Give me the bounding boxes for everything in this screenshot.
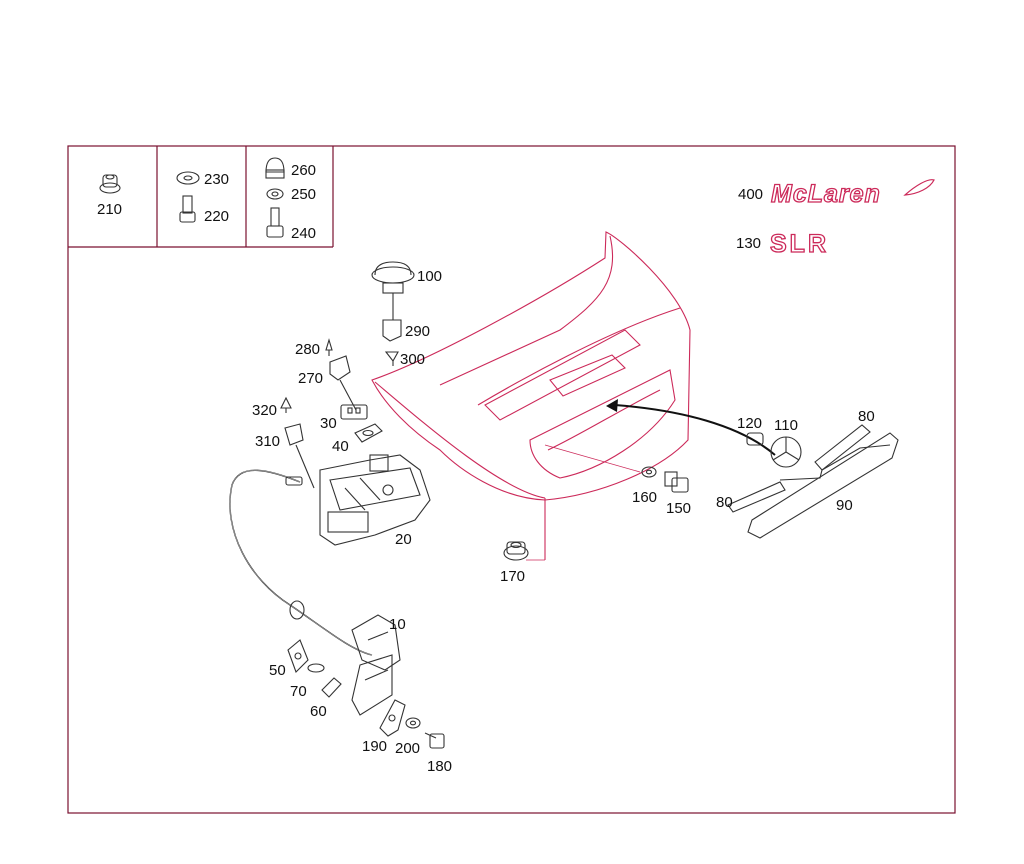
label-310: 310 [255, 433, 280, 450]
release-cable [229, 469, 373, 656]
assembly-arrowhead [606, 399, 618, 412]
part-70-icon [307, 663, 325, 673]
part-120-icon [746, 432, 764, 446]
washer-230-icon [176, 171, 200, 185]
lock-20-icon [319, 454, 431, 546]
label-170: 170 [500, 568, 525, 585]
trim-80-lower-icon [727, 481, 786, 513]
label-30: 30 [320, 415, 337, 432]
label-320: 320 [252, 402, 277, 419]
label-80-lower: 80 [716, 494, 733, 511]
washer-160-icon [641, 466, 657, 478]
trunk-lid [371, 231, 691, 560]
legend-box [68, 146, 334, 248]
label-80-upper: 80 [858, 408, 875, 425]
label-270: 270 [298, 370, 323, 387]
label-180: 180 [427, 758, 452, 775]
label-280: 280 [295, 341, 320, 358]
label-220: 220 [204, 208, 229, 225]
label-160: 160 [632, 489, 657, 506]
label-110: 110 [774, 417, 798, 434]
leader-lines [526, 444, 641, 561]
part-310-icon [284, 423, 315, 489]
part-300-icon [384, 351, 399, 366]
label-190: 190 [362, 738, 387, 755]
part-190-icon [379, 699, 406, 737]
label-20: 20 [395, 531, 412, 548]
part-280-icon [325, 338, 333, 356]
part-30-icon [340, 404, 368, 420]
label-230: 230 [204, 171, 229, 188]
mclaren-swoosh-icon [903, 179, 935, 196]
part-320-icon [280, 396, 292, 413]
label-60: 60 [310, 703, 327, 720]
bolt-180-icon [424, 732, 445, 749]
label-120: 120 [737, 415, 762, 432]
star-emblem-110-icon [770, 436, 802, 468]
trim-90-icon [747, 432, 899, 539]
part-270-icon [329, 355, 357, 411]
part-100-icon [371, 261, 415, 320]
label-100: 100 [417, 268, 442, 285]
label-290: 290 [405, 323, 430, 340]
label-250: 250 [291, 186, 316, 203]
label-10: 10 [389, 616, 406, 633]
label-40: 40 [332, 438, 349, 455]
bolt-150-icon [664, 471, 689, 493]
label-210: 210 [97, 201, 122, 218]
cable-clip [285, 476, 305, 620]
label-260: 260 [291, 162, 316, 179]
nut-170-icon [503, 541, 529, 561]
slr-badge: SLR [770, 230, 829, 258]
label-70: 70 [290, 683, 307, 700]
label-50: 50 [269, 662, 286, 679]
nut-210-icon [99, 174, 121, 194]
trim-80-upper-icon [814, 424, 871, 471]
label-150: 150 [666, 500, 691, 517]
label-300: 300 [400, 351, 425, 368]
label-90: 90 [836, 497, 853, 514]
washer-200-icon [405, 717, 421, 729]
part-60-icon [321, 677, 342, 698]
handle-10-icon [351, 614, 401, 716]
label-400: 400 [738, 186, 763, 203]
part-290-icon [382, 319, 402, 342]
label-200: 200 [395, 740, 420, 757]
bolt-220-icon [179, 195, 196, 223]
part-50-icon [287, 639, 309, 673]
part-40-icon [354, 423, 383, 443]
bolt-240-icon [266, 207, 284, 238]
cap-nut-260-icon [265, 157, 285, 179]
mclaren-badge: McLaren [771, 180, 881, 208]
washer-250-icon [266, 188, 284, 200]
label-130: 130 [736, 235, 761, 252]
label-240: 240 [291, 225, 316, 242]
diagram-frame [67, 145, 956, 814]
